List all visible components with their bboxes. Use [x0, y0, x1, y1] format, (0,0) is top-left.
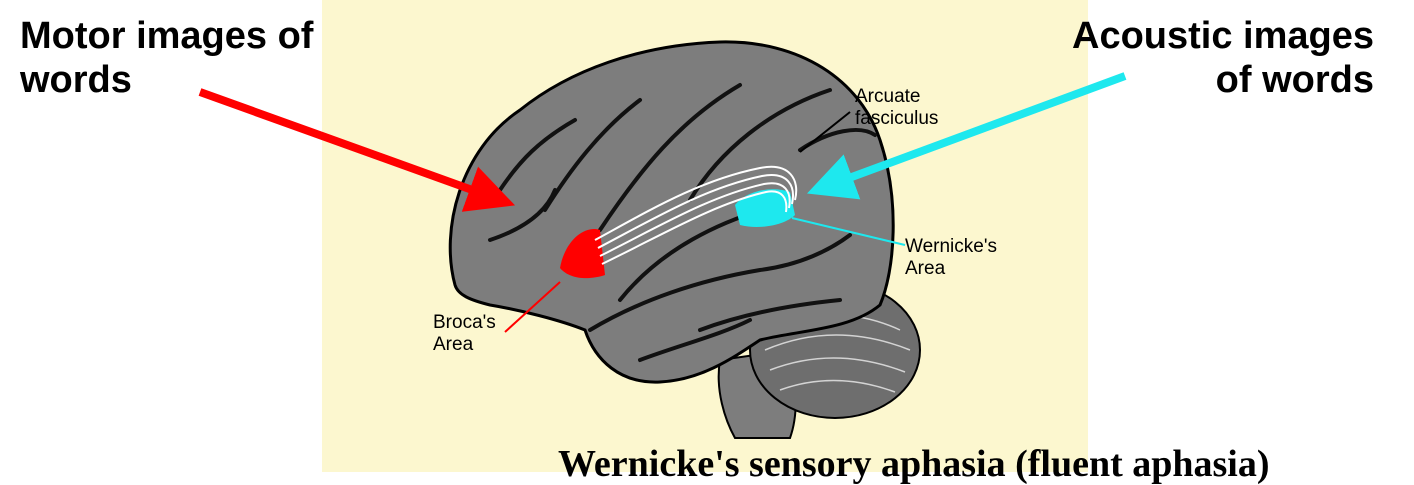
- broca-label-line2: Area: [433, 334, 496, 356]
- acoustic-label-line1: Acoustic images: [1072, 14, 1374, 58]
- diagram-caption: Wernicke's sensory aphasia (fluent aphas…: [558, 444, 1358, 484]
- motor-label-line2: words: [20, 58, 313, 102]
- motor-label-line1: Motor images of: [20, 14, 313, 58]
- wernicke-label-line1: Wernicke's: [905, 236, 997, 258]
- broca-label: Broca's Area: [433, 312, 496, 356]
- arcuate-label-line2: fasciculus: [855, 108, 938, 130]
- diagram-stage: Motor images of words Acoustic images of…: [0, 0, 1414, 472]
- arcuate-label: Arcuate fasciculus: [855, 86, 938, 130]
- motor-images-label: Motor images of words: [20, 14, 313, 102]
- acoustic-label-line2: of words: [1072, 58, 1374, 102]
- acoustic-images-label: Acoustic images of words: [1072, 14, 1374, 102]
- broca-label-line1: Broca's: [433, 312, 496, 334]
- wernicke-label-line2: Area: [905, 258, 997, 280]
- arcuate-label-line1: Arcuate: [855, 86, 938, 108]
- wernicke-label: Wernicke's Area: [905, 236, 997, 280]
